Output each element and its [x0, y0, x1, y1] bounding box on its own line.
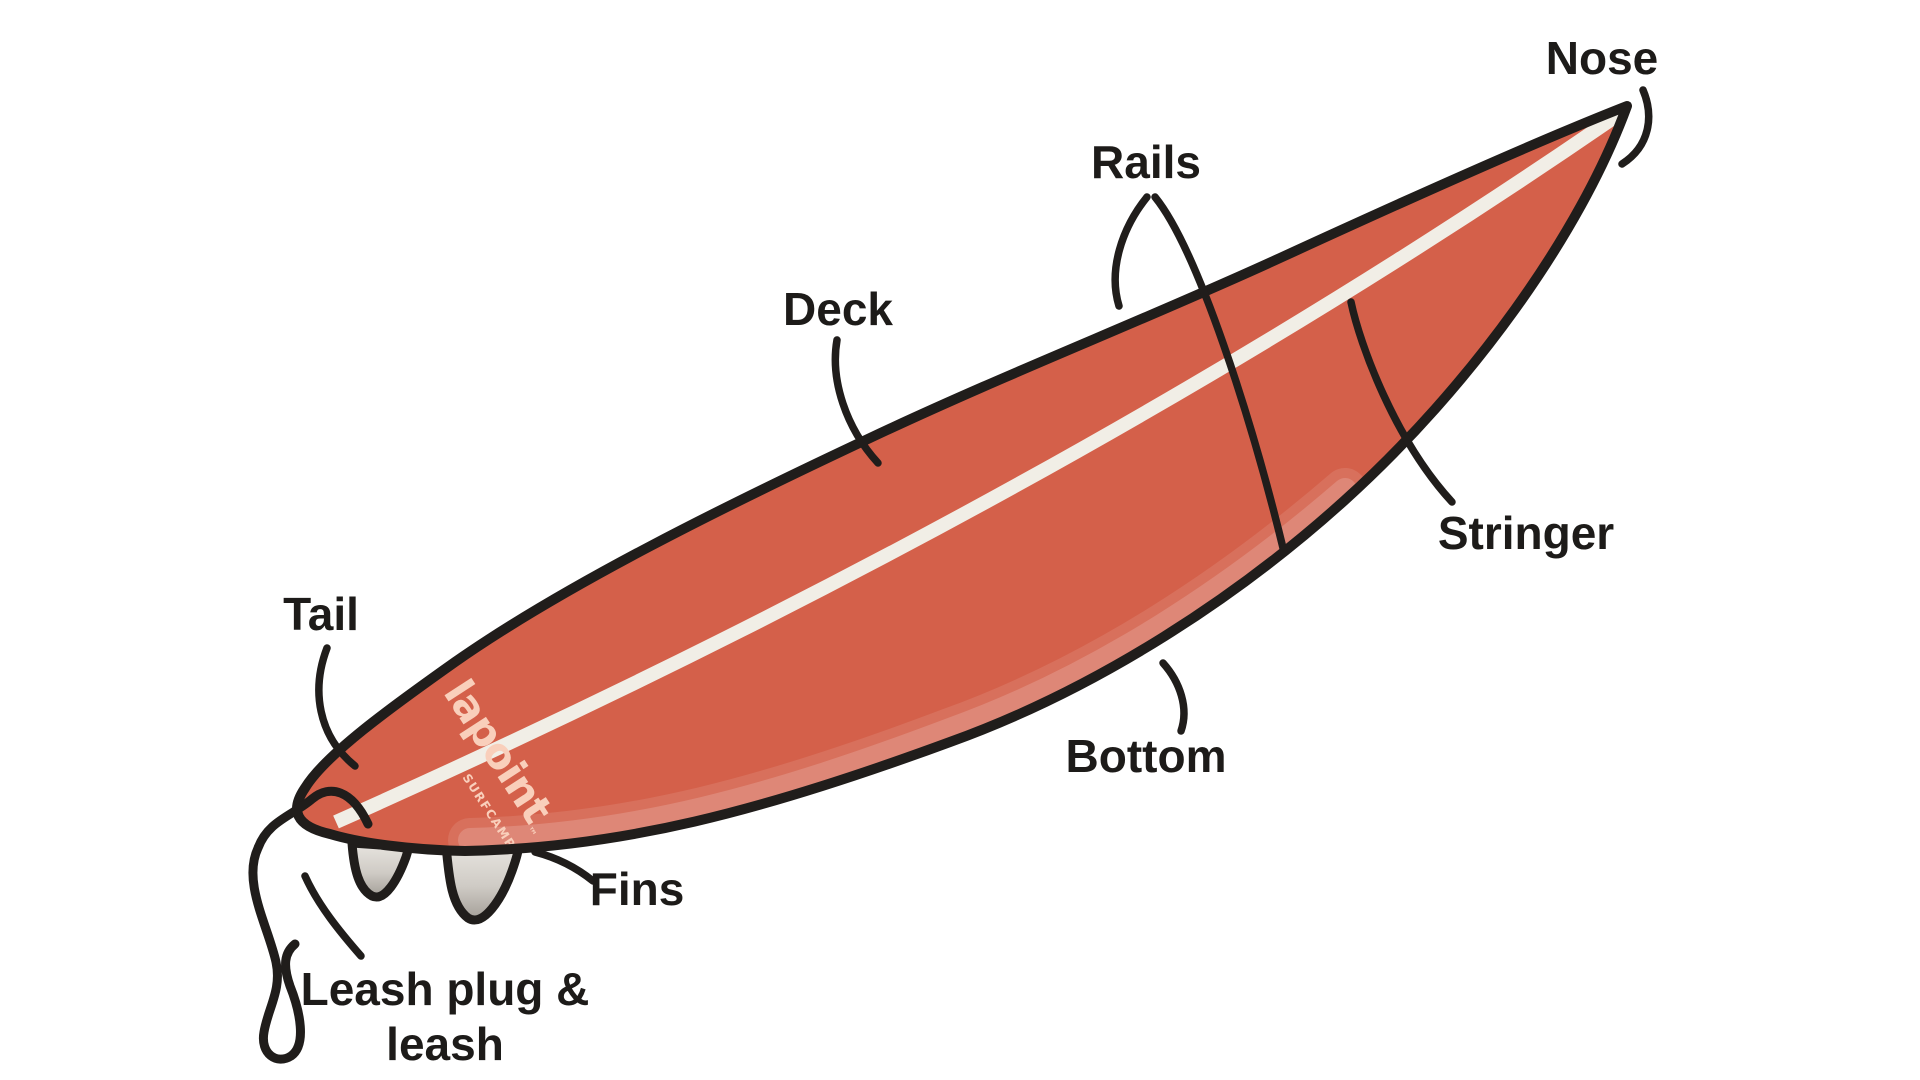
- label-nose: Nose: [1546, 32, 1658, 84]
- stringer-leader-line: [1347, 298, 1456, 506]
- center-fin-icon: [441, 840, 523, 925]
- label-tail: Tail: [283, 588, 359, 640]
- bottom-rail-highlight: [458, 478, 1357, 851]
- label-leash-line2: leash: [386, 1018, 504, 1070]
- leader-lines: [301, 86, 1653, 960]
- tail-leader-line: [315, 644, 359, 770]
- surfboard-group: lapoint ™ SURFCAMP: [292, 101, 1632, 856]
- deck-leader-line: [831, 336, 882, 467]
- label-bottom: Bottom: [1066, 730, 1227, 782]
- label-rails: Rails: [1091, 136, 1201, 188]
- bottom-rail-highlight-soft: [448, 468, 1367, 851]
- label-deck: Deck: [783, 283, 893, 335]
- rails-leader-line-left: [1111, 193, 1151, 310]
- fins-leader-line: [531, 848, 597, 885]
- rails-leader-line-right: [1151, 193, 1288, 556]
- stringer-stripe: [333, 106, 1626, 829]
- leash-cord: [248, 786, 373, 1064]
- fins-group: [347, 838, 523, 925]
- label-fins: Fins: [590, 863, 685, 915]
- label-stringer: Stringer: [1438, 507, 1614, 559]
- nose-leader-line: [1618, 86, 1653, 168]
- surfboard-shape: [297, 106, 1628, 851]
- bottom-leader-line: [1159, 659, 1188, 735]
- side-fin-icon: [347, 838, 414, 902]
- leash-leader-line: [301, 872, 365, 960]
- label-leash-line1: Leash plug &: [301, 963, 590, 1015]
- labels-group: Nose Rails Deck Stringer Tail Bottom Fin…: [283, 32, 1658, 1070]
- surfboard-outline: [292, 101, 1632, 856]
